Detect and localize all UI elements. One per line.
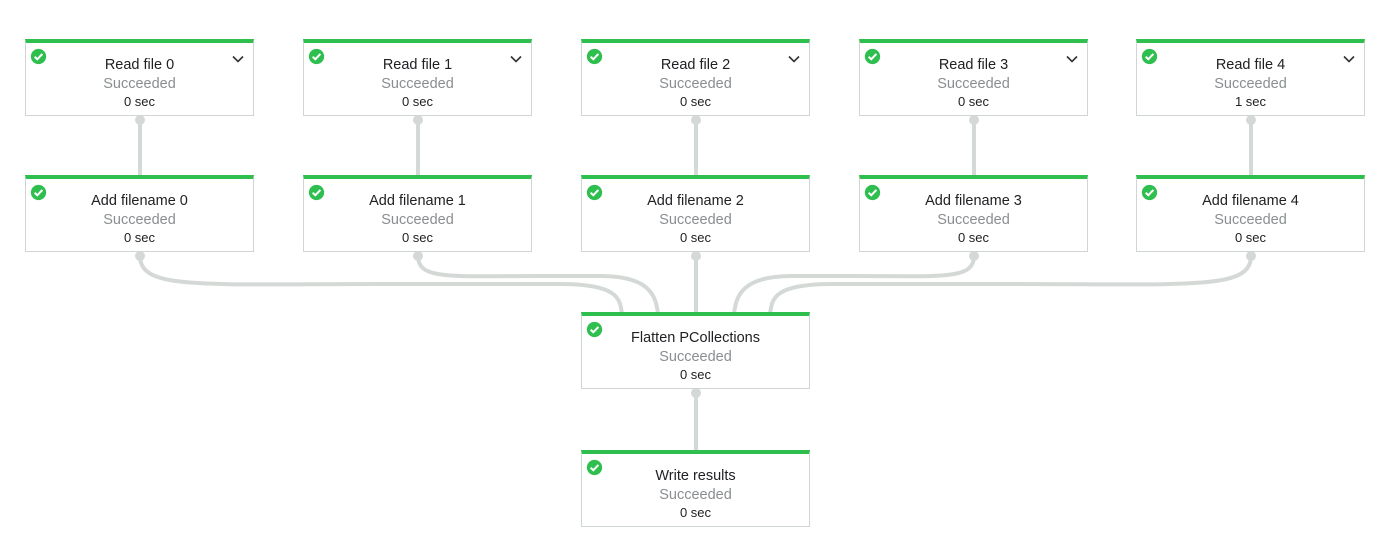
node-duration: 0 sec: [957, 94, 990, 109]
node-duration: 0 sec: [123, 230, 156, 245]
check-circle-icon: [864, 48, 881, 65]
node-title: Read file 0: [104, 57, 175, 73]
node-duration: 0 sec: [679, 230, 712, 245]
node-duration: 0 sec: [679, 367, 712, 382]
node-add-filename-4[interactable]: Add filename 4 Succeeded 0 sec: [1136, 175, 1365, 252]
node-title: Add filename 2: [647, 193, 744, 209]
node-write-results[interactable]: Write results Succeeded 0 sec: [581, 450, 810, 527]
node-duration: 0 sec: [679, 94, 712, 109]
node-read-file-2[interactable]: Read file 2 Succeeded 0 sec: [581, 39, 810, 116]
node-title: Read file 1: [382, 57, 453, 73]
node-title: Add filename 1: [369, 193, 466, 209]
edge-add-filename-3-to-flatten: [732, 255, 976, 315]
node-add-filename-0[interactable]: Add filename 0 Succeeded 0 sec: [25, 175, 254, 252]
node-status: Succeeded: [1214, 212, 1287, 228]
check-circle-icon: [586, 321, 603, 338]
check-circle-icon: [30, 184, 47, 201]
node-status: Succeeded: [659, 212, 732, 228]
edge-add-filename-0-to-flatten: [138, 255, 624, 315]
node-title: Add filename 0: [91, 193, 188, 209]
node-title: Add filename 3: [925, 193, 1022, 209]
node-status: Succeeded: [1214, 76, 1287, 92]
chevron-down-icon[interactable]: [1066, 55, 1078, 63]
node-status: Succeeded: [937, 212, 1010, 228]
node-duration: 0 sec: [401, 94, 434, 109]
check-circle-icon: [308, 184, 325, 201]
node-status: Succeeded: [659, 76, 732, 92]
node-duration: 0 sec: [957, 230, 990, 245]
check-circle-icon: [586, 48, 603, 65]
node-add-filename-1[interactable]: Add filename 1 Succeeded 0 sec: [303, 175, 532, 252]
edge-port-dots: [135, 115, 1256, 398]
chevron-down-icon[interactable]: [788, 55, 800, 63]
check-circle-icon: [586, 459, 603, 476]
node-flatten-pcollections[interactable]: Flatten PCollections Succeeded 0 sec: [581, 312, 810, 389]
node-duration: 0 sec: [401, 230, 434, 245]
node-duration: 1 sec: [1234, 94, 1267, 109]
node-add-filename-3[interactable]: Add filename 3 Succeeded 0 sec: [859, 175, 1088, 252]
check-circle-icon: [864, 184, 881, 201]
node-title: Read file 3: [938, 57, 1009, 73]
node-read-file-1[interactable]: Read file 1 Succeeded 0 sec: [303, 39, 532, 116]
node-duration: 0 sec: [1234, 230, 1267, 245]
node-add-filename-2[interactable]: Add filename 2 Succeeded 0 sec: [581, 175, 810, 252]
chevron-down-icon[interactable]: [232, 55, 244, 63]
edge-add-filename-1-to-flatten: [416, 255, 660, 315]
check-circle-icon: [308, 48, 325, 65]
node-status: Succeeded: [103, 212, 176, 228]
node-duration: 0 sec: [679, 505, 712, 520]
check-circle-icon: [30, 48, 47, 65]
chevron-down-icon[interactable]: [510, 55, 522, 63]
node-status: Succeeded: [103, 76, 176, 92]
node-title: Add filename 4: [1202, 193, 1299, 209]
node-title: Flatten PCollections: [631, 330, 760, 346]
check-circle-icon: [586, 184, 603, 201]
node-status: Succeeded: [659, 349, 732, 365]
node-status: Succeeded: [659, 487, 732, 503]
chevron-down-icon[interactable]: [1343, 55, 1355, 63]
node-status: Succeeded: [937, 76, 1010, 92]
check-circle-icon: [1141, 48, 1158, 65]
node-status: Succeeded: [381, 212, 454, 228]
check-circle-icon: [1141, 184, 1158, 201]
node-status: Succeeded: [381, 76, 454, 92]
node-title: Read file 4: [1215, 57, 1286, 73]
node-read-file-4[interactable]: Read file 4 Succeeded 1 sec: [1136, 39, 1365, 116]
edge-add-filename-4-to-flatten: [768, 255, 1253, 315]
node-read-file-3[interactable]: Read file 3 Succeeded 0 sec: [859, 39, 1088, 116]
node-read-file-0[interactable]: Read file 0 Succeeded 0 sec: [25, 39, 254, 116]
node-duration: 0 sec: [123, 94, 156, 109]
node-title: Write results: [655, 468, 736, 484]
node-title: Read file 2: [660, 57, 731, 73]
